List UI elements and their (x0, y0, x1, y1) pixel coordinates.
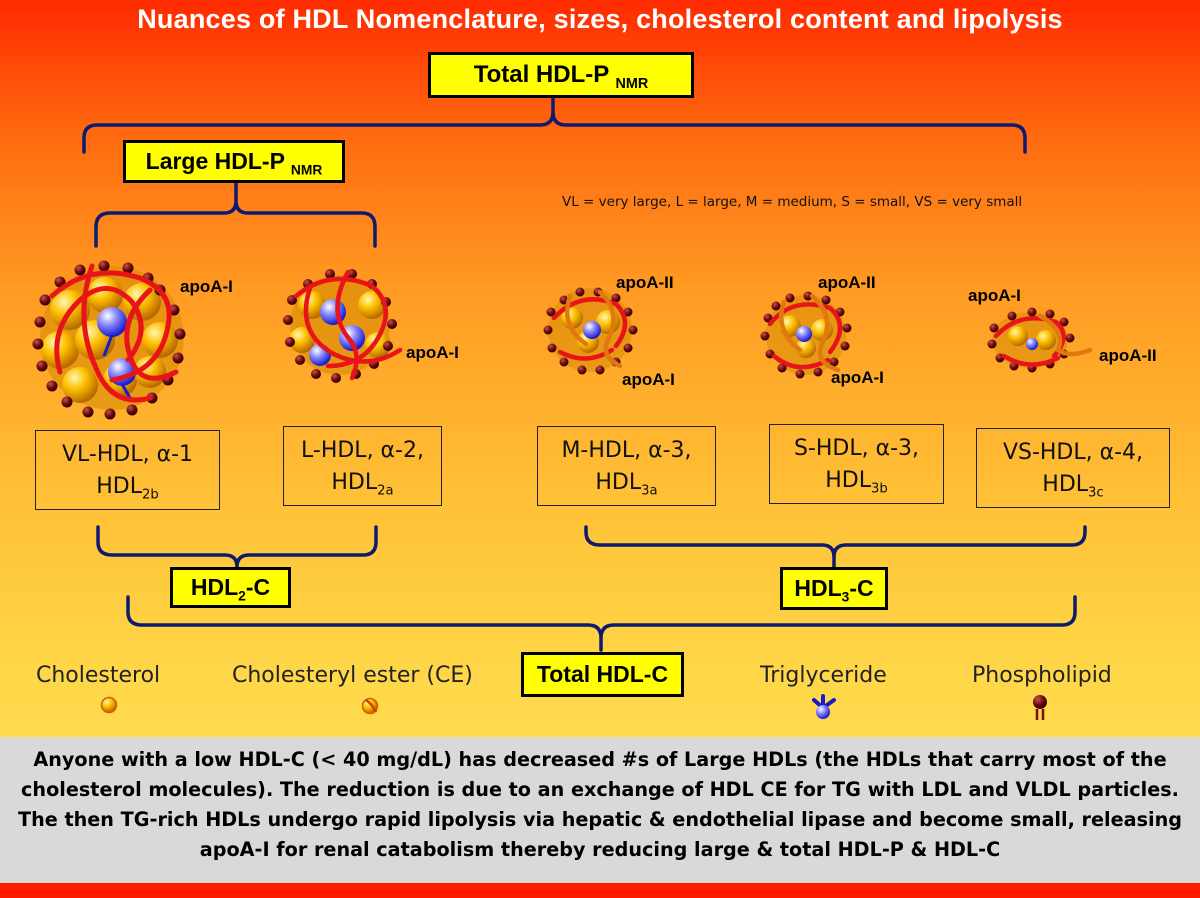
subclass-name: VL-HDL, α-1 (61, 442, 194, 467)
triglyceride-icon (812, 694, 836, 719)
large-hdl-p-bracket (94, 182, 377, 248)
subclass-subscript: 2b (141, 487, 159, 503)
subclass-base: HDL (331, 469, 378, 495)
subclass-subscript: 3c (1088, 485, 1104, 501)
apoa1-label-l: apoA-I (406, 343, 459, 362)
large-hdl-p-label: Large HDL-P (145, 148, 291, 174)
subclass-subscript: 2a (377, 483, 394, 499)
apoa1-label-vl: apoA-I (180, 277, 233, 296)
subclass-box-vs: VS-HDL, α-4, HDL3c (976, 428, 1170, 508)
hdl3-c-suffix: -C (849, 575, 874, 601)
diagram-title: Nuances of HDL Nomenclature, sizes, chol… (137, 4, 1063, 34)
apoa1-label-vs: apoA-I (968, 286, 1021, 305)
legend-cholesterol: Cholesterol (36, 663, 161, 688)
hdl2-c-suffix: -C (245, 574, 271, 600)
subclass-name: VS-HDL, α-4, (1002, 440, 1144, 465)
total-hdl-c-label: Total HDL-C (536, 661, 669, 687)
hdl2-c-subscript: 2 (238, 588, 246, 604)
hdl3-c-prefix: HDL (794, 575, 842, 601)
large-hdl-p-box: Large HDL-P NMR (123, 140, 345, 183)
hdl2-c-box: HDL2-C (170, 567, 291, 608)
phospholipid-icon (1033, 695, 1047, 720)
legend-triglyceride: Triglyceride (760, 663, 887, 688)
l-hdl-particle (283, 269, 403, 383)
subclass-base: HDL (1042, 471, 1089, 497)
apoa2-label-m: apoA-II (616, 273, 674, 292)
subclass-name: S-HDL, α-3, (793, 436, 920, 461)
total-hdl-p-label: Total HDL-P (473, 61, 616, 88)
m-hdl-particle (543, 287, 638, 375)
subclass-subscript: 3a (641, 483, 658, 499)
apoa2-label-s: apoA-II (818, 273, 876, 292)
apoa1-label-s: apoA-I (831, 368, 884, 387)
total-hdl-c-box: Total HDL-C (521, 652, 684, 697)
bottom-bar (0, 883, 1200, 898)
subclass-box-s: S-HDL, α-3, HDL3b (769, 424, 944, 504)
total-hdl-p-box: Total HDL-P NMR (428, 52, 694, 98)
apoa1-label-m: apoA-I (622, 370, 675, 389)
total-hdl-p-subscript: NMR (615, 75, 649, 92)
summary-text: Anyone with a low HDL-C (< 40 mg/dL) has… (0, 737, 1200, 883)
subclass-base: HDL (595, 469, 642, 495)
legend-phospholipid: Phospholipid (972, 663, 1112, 688)
subclass-name: L-HDL, α-2, (301, 438, 424, 463)
subclass-subscript: 3b (870, 481, 888, 497)
apoa2-label-vs: apoA-II (1099, 346, 1157, 365)
hdl2-c-prefix: HDL (190, 574, 239, 600)
subclass-box-vl: VL-HDL, α-1 HDL2b (35, 430, 220, 510)
abbreviation-key: VL = very large, L = large, M = medium, … (562, 194, 1023, 210)
subclass-name: M-HDL, α-3, (561, 438, 692, 463)
vs-hdl-particle (987, 307, 1093, 373)
large-hdl-p-subscript: NMR (290, 162, 323, 178)
cholesteryl-ester-icon (361, 697, 379, 715)
subclass-base: HDL (825, 467, 871, 493)
vl-hdl-particle (32, 260, 186, 420)
legend-cholesteryl-ester: Cholesteryl ester (CE) (232, 663, 473, 688)
subclass-box-l: L-HDL, α-2, HDL2a (283, 426, 442, 506)
subclass-box-m: M-HDL, α-3, HDL3a (537, 426, 716, 506)
total-hdl-c-bracket (126, 595, 1077, 652)
subclass-base: HDL (96, 473, 142, 499)
hdl3-c-subscript: 3 (841, 589, 850, 605)
hdl3-c-box: HDL3-C (780, 567, 888, 610)
cholesterol-icon (100, 696, 118, 714)
s-hdl-particle (760, 291, 852, 379)
